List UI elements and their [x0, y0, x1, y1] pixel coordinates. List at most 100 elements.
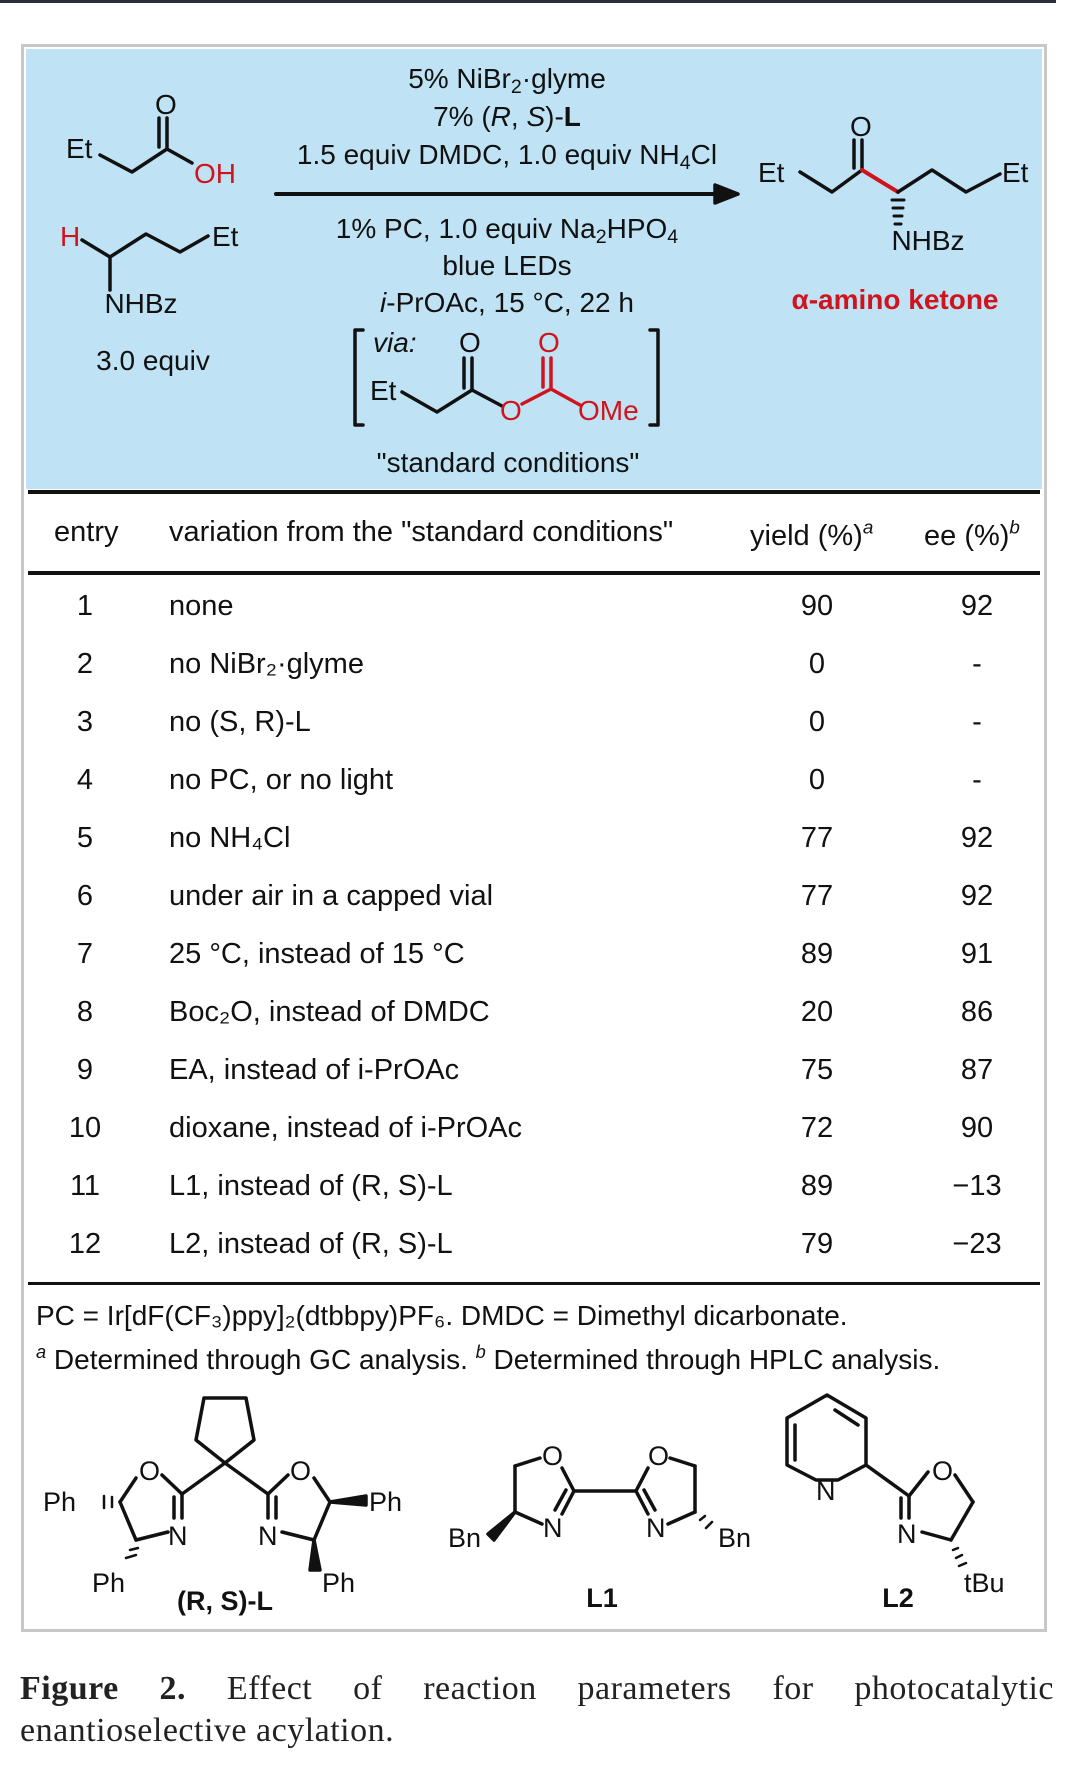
- acid-et-label: Et: [66, 133, 93, 164]
- table-header-rule: [28, 571, 1040, 575]
- ee-cell: -: [972, 764, 982, 796]
- condition-catalyst: 5% NiBr2·glyme: [408, 63, 606, 98]
- conditions-above-arrow: 5% NiBr2·glyme 7% (R, S)-L 1.5 equiv DMD…: [276, 60, 738, 174]
- conditions-below-arrow: 1% PC, 1.0 equiv Na2HPO4 blue LEDs i-PrO…: [276, 210, 738, 321]
- condition-reagents: 1.5 equiv DMDC, 1.0 equiv NH4Cl: [296, 139, 718, 174]
- entry-cell: 9: [76, 1054, 94, 1086]
- rsl-o-right: O: [290, 1456, 311, 1486]
- amine-equiv-label: 3.0 equiv: [96, 345, 210, 376]
- intermediate-o2-label: O: [500, 395, 522, 426]
- l2-n-pyridine: N: [816, 1476, 836, 1506]
- condition-solvent: i-PrOAc, 15 °C, 22 h: [380, 287, 634, 318]
- variation-cell: 25 °C, instead of 15 °C: [169, 938, 465, 970]
- rsl-ph-bottom-right: Ph: [322, 1568, 355, 1598]
- ee-cell: −13: [952, 1170, 1002, 1202]
- yield-cell: 79: [800, 1228, 834, 1260]
- condition-ligand: 7% (R, S)-L: [433, 101, 581, 132]
- ee-cell: -: [972, 706, 982, 738]
- yield-cell: 0: [808, 764, 826, 796]
- top-border: [0, 0, 1056, 3]
- entry-cell: 3: [76, 706, 94, 738]
- product-nhbz-label: NHBz: [891, 225, 964, 256]
- l1-o-left: O: [542, 1441, 563, 1471]
- acid-o-label: O: [155, 89, 177, 120]
- standard-conditions-label: "standard conditions": [377, 447, 640, 478]
- rsl-ph-right: Ph: [369, 1487, 402, 1517]
- product-structure: [798, 138, 1002, 226]
- ee-cell: −23: [952, 1228, 1002, 1260]
- variation-cell: none: [169, 590, 234, 622]
- variation-cell: Boc₂O, instead of DMDC: [169, 996, 490, 1028]
- product-class-label: α-amino ketone: [791, 284, 998, 315]
- l2-o: O: [932, 1456, 953, 1486]
- yield-cell: 0: [808, 648, 826, 680]
- variation-cell: no (S, R)-L: [169, 706, 311, 738]
- ee-cell: 92: [960, 822, 994, 854]
- entry-cell: 8: [76, 996, 94, 1028]
- l2-label: L2: [882, 1583, 914, 1613]
- l1-o-right: O: [648, 1441, 669, 1471]
- yield-cell: 89: [800, 1170, 834, 1202]
- yield-cell: 77: [800, 822, 834, 854]
- variation-cell: EA, instead of i-PrOAc: [169, 1054, 460, 1086]
- amine-nhbz-label: NHBz: [104, 288, 177, 319]
- entry-cell: 7: [76, 938, 94, 970]
- intermediate-o1-label: O: [459, 327, 481, 358]
- yield-cell: 89: [800, 938, 834, 970]
- amine-structure: [80, 232, 210, 292]
- ligand-l2-structure: [785, 1393, 975, 1568]
- header-entry: entry: [54, 516, 119, 548]
- table-bottom-rule: [28, 1282, 1040, 1285]
- acid-oh-label: OH: [194, 158, 236, 189]
- rsl-ph-bottom-left: Ph: [92, 1568, 125, 1598]
- yield-cell: 77: [800, 880, 834, 912]
- variation-cell: L2, instead of (R, S)-L: [169, 1228, 453, 1260]
- entry-cell: 6: [76, 880, 94, 912]
- intermediate-via-label: via:: [373, 327, 417, 358]
- rsl-o-left: O: [139, 1456, 160, 1486]
- variation-cell: dioxane, instead of i-PrOAc: [169, 1112, 523, 1144]
- entry-cell: 11: [69, 1170, 101, 1202]
- amine-et-label: Et: [212, 221, 239, 252]
- header-variation: variation from the "standard conditions": [169, 516, 674, 548]
- header-yield: yield (%)a: [750, 516, 874, 552]
- footnote-abbreviations: PC = Ir[dF(CF₃)ppy]₂(dtbbpy)PF₆. DMDC = …: [36, 1300, 848, 1331]
- l1-bn-left: Bn: [448, 1523, 481, 1553]
- product-et-right-label: Et: [1002, 157, 1029, 188]
- variation-cell: no NH₄Cl: [169, 822, 291, 854]
- table-top-rule: [28, 490, 1040, 494]
- ee-cell: 92: [960, 590, 994, 622]
- yield-cell: 20: [800, 996, 834, 1028]
- figure-caption: Figure 2. Effect of reaction parameters …: [20, 1670, 1054, 1749]
- variation-cell: no NiBr₂·glyme: [169, 648, 364, 680]
- l2-tbu: tBu: [964, 1568, 1005, 1598]
- rsl-n-right: N: [258, 1521, 278, 1551]
- footnote-b-mark: b: [475, 1342, 486, 1363]
- l1-bn-right: Bn: [718, 1523, 751, 1553]
- ligand-rsl-structure: [102, 1396, 368, 1572]
- ee-cell: -: [972, 648, 982, 680]
- reaction-scheme-panel: [26, 49, 1042, 489]
- amine-h-label: H: [60, 221, 80, 252]
- variation-cell: L1, instead of (R, S)-L: [169, 1170, 453, 1202]
- ee-cell: 92: [960, 880, 994, 912]
- variation-cell: no PC, or no light: [169, 764, 394, 796]
- acid-structure: [98, 116, 194, 174]
- entry-cell: 2: [76, 648, 94, 680]
- ligand-l1-structure: [486, 1456, 714, 1542]
- product-et-left-label: Et: [758, 157, 785, 188]
- entry-cell: 4: [76, 764, 94, 796]
- footnote-analysis: a Determined through GC analysis. b Dete…: [36, 1342, 941, 1375]
- entry-cell: 5: [76, 822, 94, 854]
- rsl-n-left: N: [168, 1521, 188, 1551]
- l1-n-right: N: [646, 1513, 666, 1543]
- intermediate-ome-label: OMe: [578, 395, 639, 426]
- entry-cell: 1: [76, 590, 94, 622]
- l1-n-left: N: [543, 1513, 563, 1543]
- entry-cell: 12: [68, 1228, 102, 1260]
- bracket-left: [353, 328, 365, 427]
- yield-cell: 72: [800, 1112, 834, 1144]
- bracket-right: [648, 328, 660, 427]
- condition-light: blue LEDs: [442, 250, 572, 281]
